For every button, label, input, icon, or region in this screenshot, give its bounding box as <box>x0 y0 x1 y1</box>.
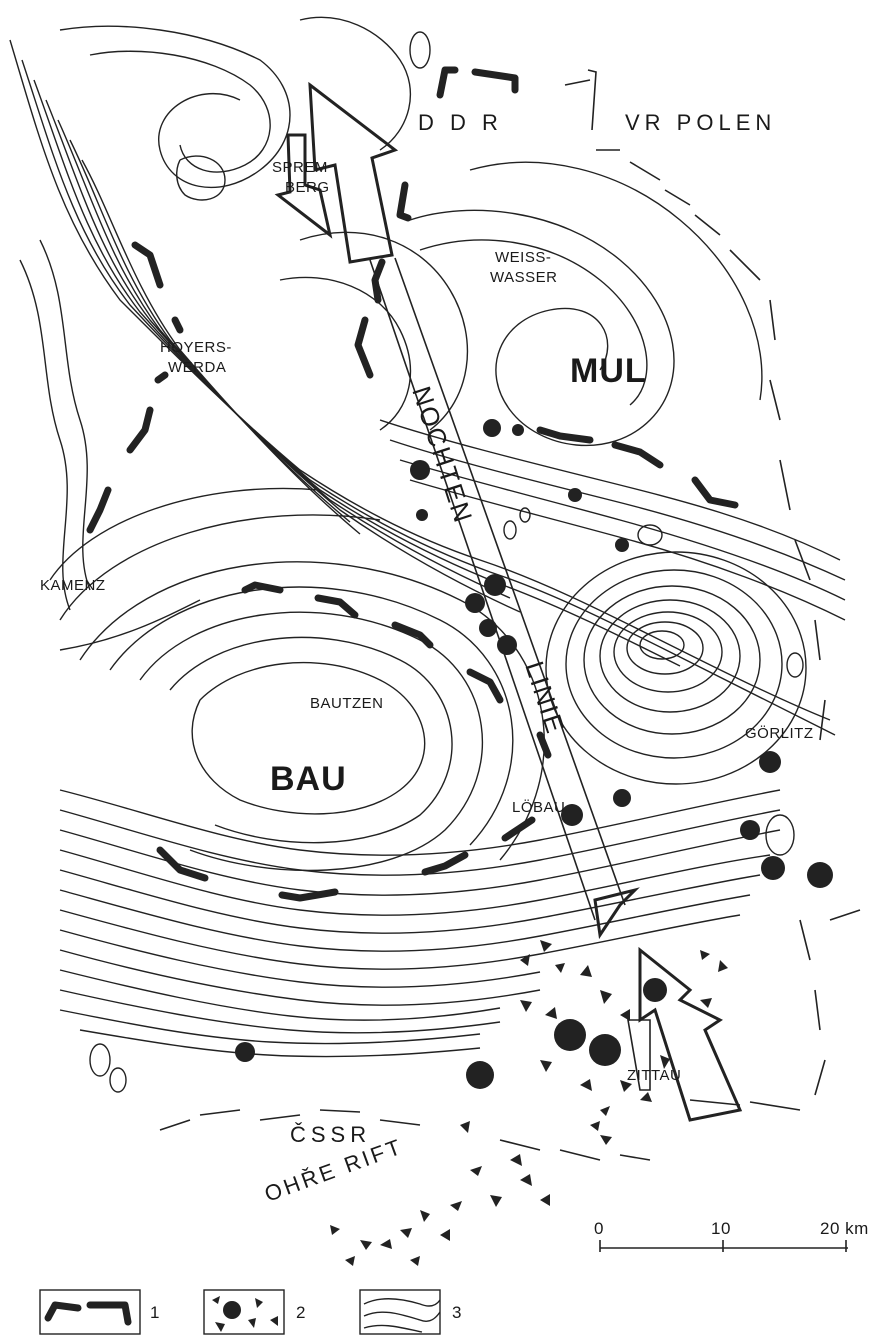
label-bautzen: BAUTZEN <box>310 695 384 712</box>
fault-brackets <box>86 66 739 902</box>
label-zittau: ZITTAU <box>627 1067 681 1084</box>
nochten-linie-band <box>274 81 743 1122</box>
label-hoyerswerda-1: HOYERS- <box>160 339 232 356</box>
legend-item-volcanic: 2 <box>203 1289 306 1335</box>
south-arrow-shape <box>638 946 743 1122</box>
spremberg-arrow <box>274 133 333 239</box>
legend-label-2: 2 <box>296 1303 306 1322</box>
volcanic-clusters <box>235 419 833 1266</box>
legend-label-3: 3 <box>452 1303 462 1322</box>
label-weisswasser-2: WASSER <box>490 269 557 286</box>
north-arrow-shape <box>308 81 399 264</box>
label-vr-polen: VR POLEN <box>625 110 776 135</box>
scale-tick-0: 0 <box>594 1219 604 1238</box>
scale-tick-10: 10 <box>711 1219 731 1238</box>
scale-tick-20: 20 km <box>820 1219 869 1238</box>
legend: 1 2 3 <box>39 1289 462 1335</box>
border-line <box>159 69 861 1161</box>
label-spremberg-2: BERG <box>285 179 330 196</box>
label-nochten: NOCHTEN <box>406 383 479 528</box>
label-loebau: LÖBAU <box>512 798 565 816</box>
legend-item-fault: 1 <box>39 1289 160 1335</box>
label-ddr: D D R <box>418 110 503 135</box>
label-hoyerswerda-2: WERDA <box>168 359 226 376</box>
scale-bar: 0 10 20 km <box>594 1219 869 1252</box>
label-spremberg-1: SPREM <box>272 159 328 176</box>
label-kamenz: KAMENZ <box>40 577 106 594</box>
label-weisswasser-1: WEISS- <box>495 249 551 266</box>
zittau-arrow <box>593 887 640 940</box>
label-mul: MUL <box>570 352 647 390</box>
label-cssr: ČSSR <box>290 1122 371 1147</box>
contour-lines <box>9 16 846 1093</box>
label-linie: LINIE <box>519 658 571 739</box>
label-goerlitz: GÖRLITZ <box>745 724 814 742</box>
legend-label-1: 1 <box>150 1303 160 1322</box>
label-bau: BAU <box>270 760 347 798</box>
legend-item-contour: 3 <box>359 1289 462 1335</box>
